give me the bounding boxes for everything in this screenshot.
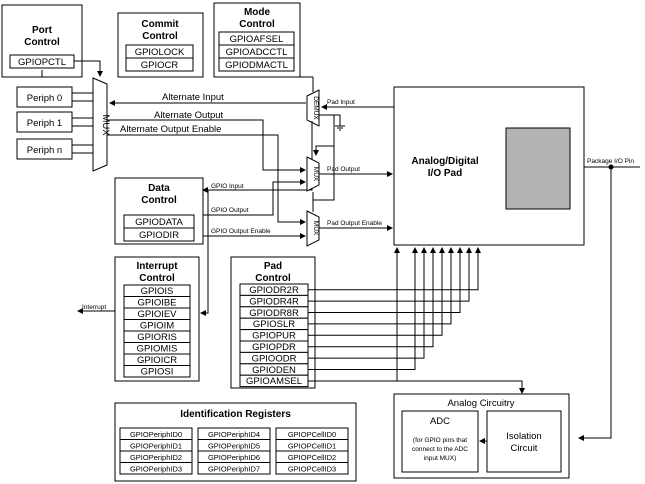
output-mux: MUX [306,156,320,192]
enable-mux: MUX [306,210,320,247]
register-gpioden[interactable]: GPIODEN [252,365,296,376]
register-gpiois[interactable]: GPIOIS [141,286,174,297]
data-control-title-1: Data [148,183,170,194]
register-gpiopdr[interactable]: GPIOPDR [252,342,296,353]
analog-circuitry-title: Analog Circuitry [447,398,514,409]
mode-control-block: Mode Control GPIOAFSEL GPIOADCCTL GPIODM… [213,2,301,78]
port-control-title-1: Port [32,25,53,36]
port-control-block: Port Control GPIOPCTL [1,4,83,78]
register-gpioodr[interactable]: GPIOODR [252,353,297,364]
register-gpiodr4r[interactable]: GPIODR4R [249,296,299,307]
pad-control-title-1: Pad [264,261,282,272]
isolation-label-1: Isolation [506,431,541,442]
port-control-title-2: Control [24,37,60,48]
peripherals: Periph 0 Periph 1 Periph n [16,86,73,160]
pad-cell [505,127,571,210]
mode-control-title-2: Control [239,19,275,30]
adc-label: ADC [430,416,450,427]
adc-note-2: connect to the ADC [412,446,468,453]
ground-symbol [319,114,345,131]
register-gpioadcctl[interactable]: GPIOADCCTL [226,47,288,58]
register-gpioibe[interactable]: GPIOIBE [137,298,176,309]
register-gpiodmactl[interactable]: GPIODMACTL [225,60,288,71]
commit-control-title-1: Commit [141,19,179,30]
register-gpiocr[interactable]: GPIOCR [141,60,179,71]
periph-1[interactable]: Periph 1 [27,118,62,129]
register-gpioamsel[interactable]: GPIOAMSEL [246,376,302,387]
register-gpioim[interactable]: GPIOIM [140,321,174,332]
register-gpiopcellid3[interactable]: GPIOPCellID3 [288,465,336,474]
adc-note-3: input MUX) [424,455,457,462]
register-gpioafsel[interactable]: GPIOAFSEL [230,34,284,45]
demux: DEMUX [306,89,320,127]
label-gpio-input: GPIO Input [211,183,244,190]
adc-note-1: (for GPIO pins that [413,437,467,444]
register-gpiopcellid2[interactable]: GPIOPCellID2 [288,453,336,462]
adc-box [401,410,479,473]
label-alternate-output-enable: Alternate Output Enable [120,124,221,135]
register-gpiolock[interactable]: GPIOLOCK [135,47,185,58]
register-gpiopcellid1[interactable]: GPIOPCellID1 [288,442,336,451]
register-gpiodata[interactable]: GPIODATA [135,217,183,228]
register-gpioperiphid0[interactable]: GPIOPeriphID0 [130,430,182,439]
demux-label: DEMUX [312,96,319,120]
commit-control-block: Commit Control GPIOLOCK GPIOCR [117,12,204,78]
pad-control-lines [308,247,481,381]
label-pad-output: Pad Output [327,166,360,173]
label-gpio-output-enable: GPIO Output Enable [211,228,271,235]
interrupt-control-block: Interrupt Control GPIOISGPIOIBEGPIOIEVGP… [114,256,200,382]
analog-circuitry-block: Analog Circuitry ADC (for GPIO pins that… [393,393,570,479]
register-gpioperiphid4[interactable]: GPIOPeriphID4 [208,430,260,439]
data-control-block: Data Control GPIODATA GPIODIR [114,177,204,245]
register-gpiopur[interactable]: GPIOPUR [252,331,296,342]
periph-0[interactable]: Periph 0 [27,93,62,104]
output-mux-label: MUX [312,167,319,182]
periph-n[interactable]: Periph n [27,145,62,156]
register-gpiomis[interactable]: GPIOMIS [137,344,178,355]
main-mux-label: MUX [100,114,111,136]
register-gpiodir[interactable]: GPIODIR [139,230,179,241]
register-gpioperiphid1[interactable]: GPIOPeriphID1 [130,442,182,451]
register-gpioiev[interactable]: GPIOIEV [137,309,177,320]
register-gpiodr8r[interactable]: GPIODR8R [249,308,299,319]
identification-title: Identification Registers [180,409,291,420]
interrupt-control-title-2: Control [139,273,175,284]
enable-mux-label: MUX [312,221,319,236]
alternate-signals: Alternate Input Alternate Output Alterna… [107,92,306,225]
mode-control-title-1: Mode [244,7,271,18]
label-gpio-output: GPIO Output [211,207,249,214]
isolation-label-2: Circuit [511,443,538,454]
commit-control-title-2: Control [142,31,178,42]
register-gpioperiphid5[interactable]: GPIOPeriphID5 [208,442,260,451]
register-gpiopcellid0[interactable]: GPIOPCellID0 [288,430,336,439]
label-package-io-pin: Package I/O Pin [587,158,634,165]
io-pad-block: Analog/Digital I/O Pad [393,86,585,246]
data-control-title-2: Control [141,195,177,206]
register-gpioperiphid6[interactable]: GPIOPeriphID6 [208,453,260,462]
register-gpioslr[interactable]: GPIOSLR [253,319,295,330]
interrupt-control-title-1: Interrupt [136,261,178,272]
label-alternate-input: Alternate Input [162,92,224,103]
identification-block: Identification Registers GPIOPeriphID0GP… [114,402,357,482]
register-gpiosi[interactable]: GPIOSI [141,367,174,378]
register-gpiopctl[interactable]: GPIOPCTL [18,57,66,68]
io-pad-title-1: Analog/Digital [411,156,478,167]
io-pad-title-2: I/O Pad [428,168,462,179]
label-pad-output-enable: Pad Output Enable [327,220,382,227]
register-gpioris[interactable]: GPIORIS [137,332,177,343]
pad-control-title-2: Control [255,273,291,284]
register-gpioperiphid3[interactable]: GPIOPeriphID3 [130,465,182,474]
label-pad-input: Pad Input [327,99,355,106]
periph-mux-lines [41,60,103,154]
register-gpiodr2r[interactable]: GPIODR2R [249,285,299,296]
label-alternate-output: Alternate Output [154,110,224,121]
register-gpioperiphid7[interactable]: GPIOPeriphID7 [208,465,260,474]
main-mux: MUX [92,77,111,172]
register-gpioperiphid2[interactable]: GPIOPeriphID2 [130,453,182,462]
isolation-box [486,410,562,473]
label-interrupt: Interrupt [82,304,106,311]
register-gpioicr[interactable]: GPIOICR [137,355,177,366]
pad-control-block: Pad Control GPIODR2RGPIODR4RGPIODR8RGPIO… [230,256,316,389]
